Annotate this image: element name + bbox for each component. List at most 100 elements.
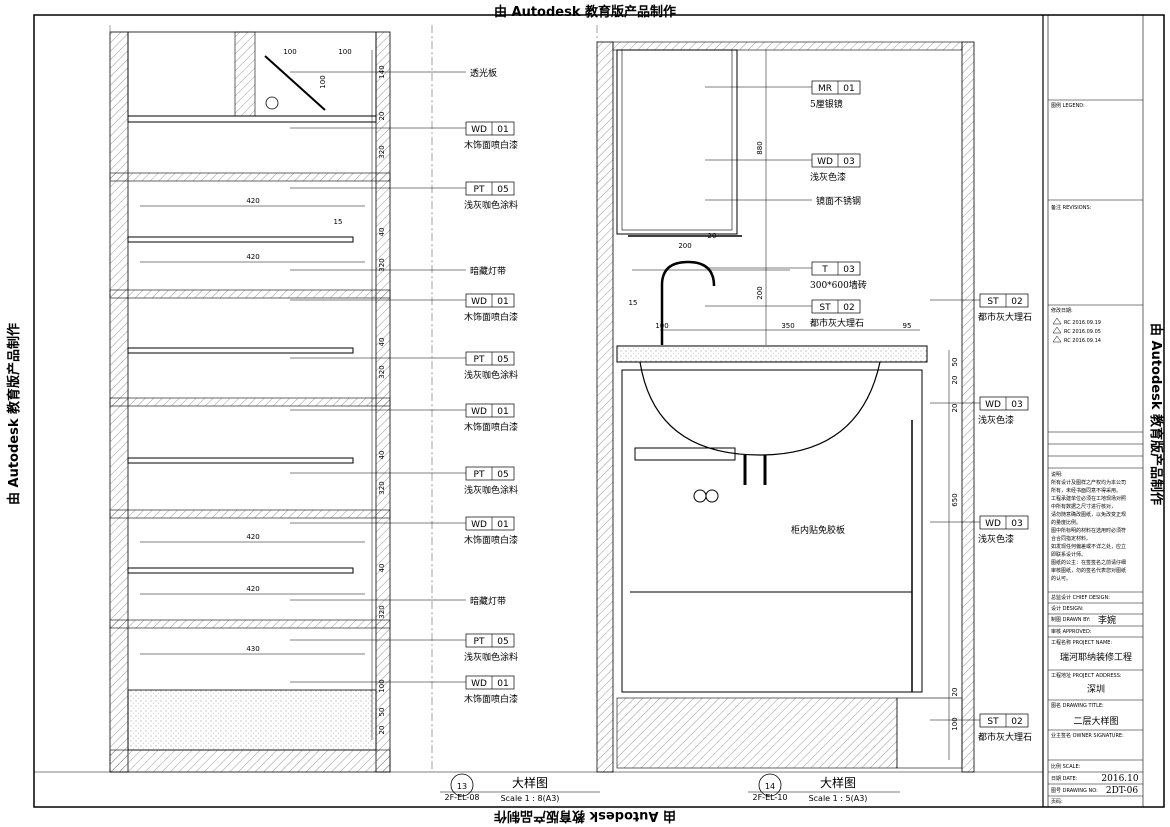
sheet-border [33,14,1165,808]
dim-text: 15 [629,299,638,307]
drawing-title: 二层大样图 [1073,715,1118,727]
dim-text: 40 [378,564,386,573]
drawing-no-label: 图号 DRAWING NO: [1051,788,1098,794]
callout-code: WD [471,297,487,307]
detail-title: 大样图 [820,775,856,790]
dim-text: 320 [378,605,386,618]
approved-label: 审核 APPROVED: [1051,628,1092,635]
revision-item: RC 2016.09.05 [1064,329,1101,335]
revision-triangle-icon [1052,335,1062,343]
callout-code: WD [471,679,487,689]
callout-code: WD [471,125,487,135]
dim-text: 100 [319,75,327,88]
callout-code: ST [987,297,999,307]
material-callout: PT 05 浅灰咖色涂料 [290,466,518,496]
revision-item: RC 2016.09.14 [1064,338,1101,344]
callout-code: MR [818,84,832,94]
dim-text: 40 [378,228,386,237]
note-line: 如发现任何偏差或不详之处，应立 [1051,543,1126,550]
callout-text: 木饰面喷白漆 [464,693,518,705]
drawing-title-label: 图名 DRAWING TITLE: [1051,702,1104,709]
callout-code: WD [471,520,487,530]
callout-number: 03 [843,265,854,275]
material-callout: WD 01 木饰面喷白漆 [290,293,518,323]
dim-text: 100 [378,679,386,692]
callout-code: PT [474,185,485,195]
detail-sheet: 2F-EL-08 [444,793,479,802]
note-line: 中所有数据之尺寸进行核对， [1051,503,1116,510]
dim-text: 100 [655,322,668,330]
revisions-label: 备注 REVISIONS: [1051,204,1092,211]
dim-text: 420 [246,253,259,261]
callout-number: 05 [497,470,508,480]
callout-text: 木饰面喷白漆 [464,139,518,151]
callout-code: WD [985,400,1001,410]
page-label: 页码: [1051,798,1063,805]
callout-text: 300*600墙砖 [810,279,867,291]
revision-triangle-icon [1052,326,1062,334]
callout-code: PT [474,470,485,480]
note-line: 所有设计及图样之产权均为本公司 [1051,479,1126,486]
drawing-no: 2DT-06 [1106,786,1139,796]
date-label: 日期 DATE: [1051,776,1078,782]
design-label: 设计 DESIGN: [1051,605,1084,612]
note-line: 所有，未经书面同意不得采用。 [1051,487,1121,494]
dim-text: 420 [246,533,259,541]
callout-code: WD [471,407,487,417]
dim-text: 200 [756,286,764,299]
dim-text: 430 [246,645,259,653]
callout-code: PT [474,355,485,365]
callout-text: 都市灰大理石 [978,311,1032,323]
callout-number: 01 [497,297,508,307]
callout-number: 01 [497,125,508,135]
detail-number-circle [450,773,474,797]
material-callout: 透光板 [290,67,497,79]
dim-text: 100 [338,48,351,56]
note-line: 图中所标明的材料在选用时必须符 [1051,527,1126,534]
dim-text: 880 [756,141,764,154]
dim-text: 50 [378,708,386,717]
dim-text: 15 [334,218,343,226]
callout-number: 01 [497,520,508,530]
callout-text: 木饰面喷白漆 [464,311,518,323]
watermark-left: 由 Autodesk 教育版产品制作 [6,323,22,505]
watermark-top: 由 Autodesk 教育版产品制作 [494,4,676,20]
material-callout: 镜面不锈钢 [705,195,861,207]
callout-text: 暗藏灯带 [470,265,506,277]
callout-text: 浅灰咖色涂料 [464,484,518,496]
callout-text: 浅灰色漆 [978,533,1014,545]
material-callout: WD 01 木饰面喷白漆 [290,675,518,705]
note-line: 工程承建单位必须在工地现场对照 [1051,495,1126,502]
drawn-label: 制图 DRAWN BY: [1051,616,1091,623]
callout-text: 浅灰色漆 [978,414,1014,426]
project-address: 深圳 [1087,684,1105,695]
callout-number: 03 [1011,519,1022,529]
dim-text: 20 [951,688,959,697]
project-address-label: 工程地址 PROJECT ADDRESS: [1051,672,1122,679]
callout-number: 03 [843,157,854,167]
callout-number: 05 [497,185,508,195]
dim-text: 100 [283,48,296,56]
callout-text: 都市灰大理石 [978,731,1032,743]
dim-text: 650 [951,493,959,506]
revision-triangle-icon [1052,317,1062,325]
title-block [1048,99,1143,797]
dim-text: 40 [378,451,386,460]
owner-signature-label: 业主签名 OWNER SIGNATURE: [1051,732,1124,739]
notes-title: 说明: [1051,471,1063,478]
callout-number: 01 [497,407,508,417]
dim-text: 50 [951,358,959,367]
callout-text: 浅灰咖色涂料 [464,199,518,211]
dim-text: 20 [708,232,717,240]
detail-number-circle [758,773,782,797]
dim-text: 20 [378,726,386,735]
dim-text: 420 [246,585,259,593]
dim-text: 320 [378,481,386,494]
callout-text: 浅灰咖色涂料 [464,369,518,381]
callout-number: 01 [497,679,508,689]
